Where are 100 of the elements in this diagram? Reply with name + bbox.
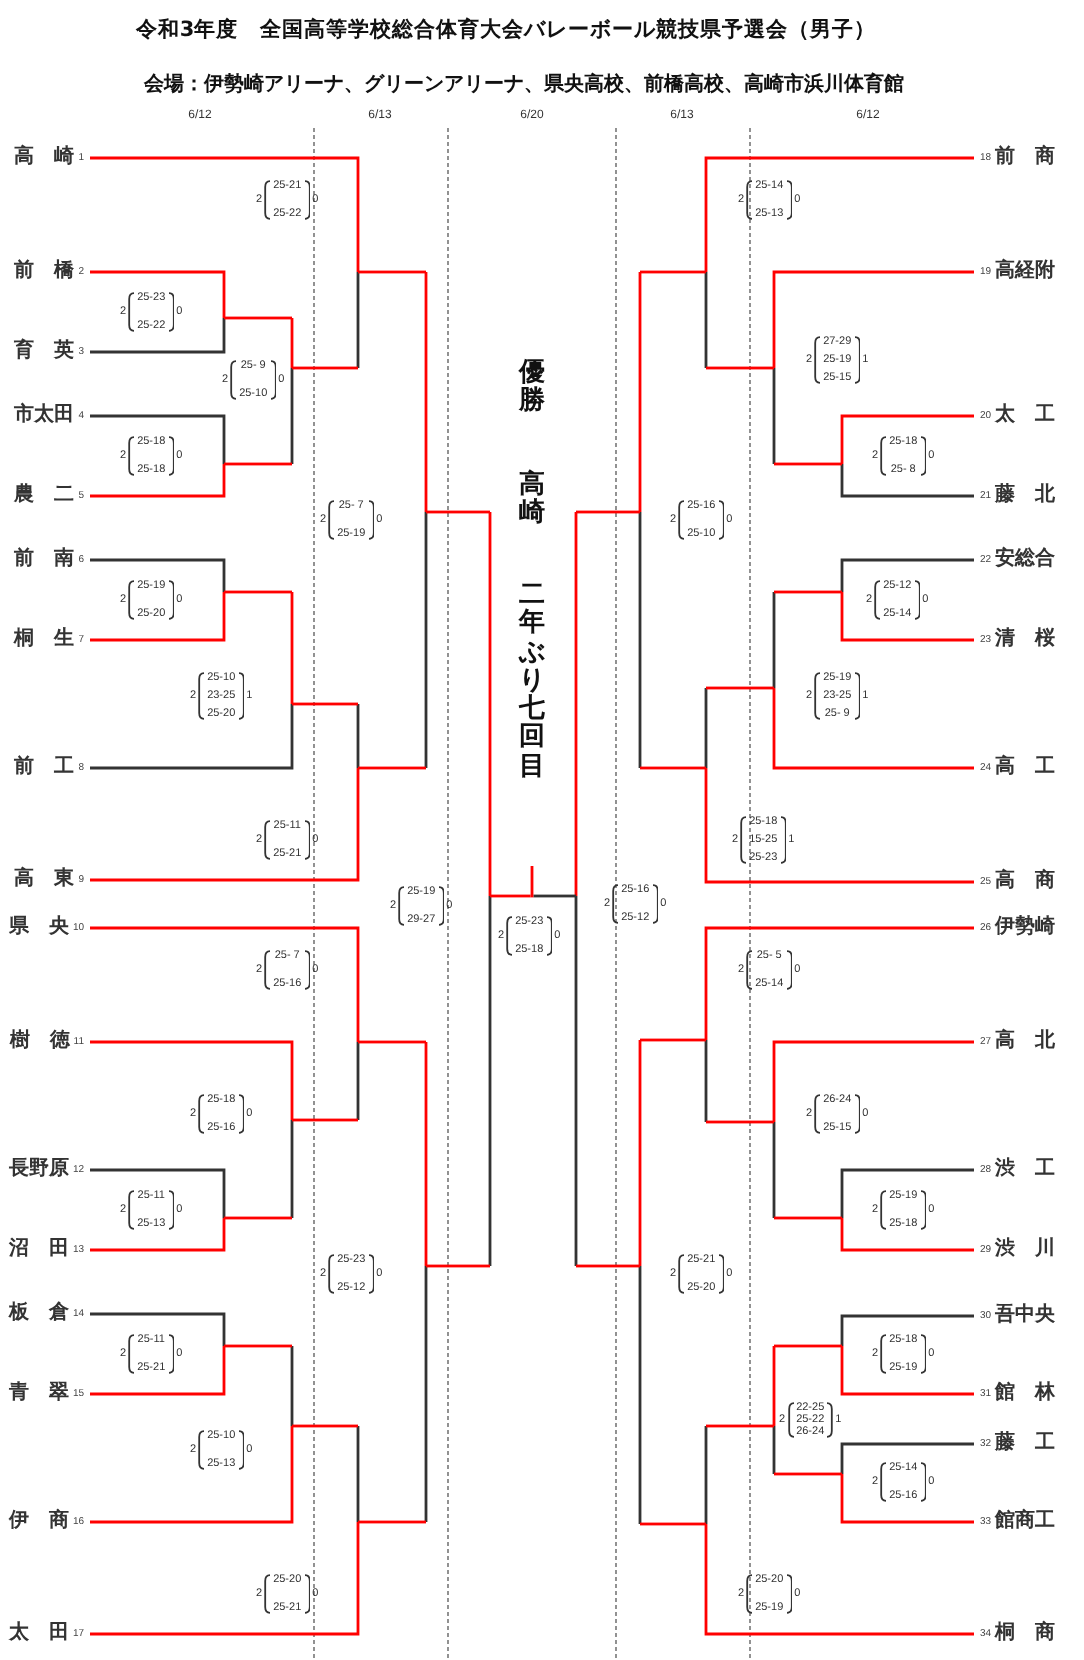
result-line bbox=[576, 1264, 640, 1268]
bracket-line bbox=[638, 1266, 642, 1524]
result-line bbox=[426, 510, 490, 514]
bracket-line bbox=[90, 464, 226, 498]
team-name: 渋工 bbox=[995, 1158, 1056, 1182]
bracket-line bbox=[90, 1312, 226, 1346]
bracket-line bbox=[90, 926, 360, 1042]
team-name: 育英 bbox=[14, 340, 75, 364]
bracket-line bbox=[772, 592, 776, 688]
result-line bbox=[640, 766, 706, 770]
bracket-line bbox=[90, 1040, 294, 1120]
team-name: 高崎 bbox=[14, 146, 75, 170]
bracket-line bbox=[704, 272, 708, 368]
bracket-line bbox=[356, 1042, 360, 1120]
champion-tick bbox=[530, 866, 534, 898]
team-name: 清桜 bbox=[995, 628, 1056, 652]
result-line bbox=[224, 462, 292, 466]
result-line bbox=[224, 590, 292, 594]
bracket-line bbox=[840, 414, 974, 464]
team-name: 藤工 bbox=[995, 1432, 1056, 1456]
result-line bbox=[292, 702, 358, 706]
team-name: 安総合 bbox=[995, 548, 1056, 572]
result-line bbox=[358, 1520, 426, 1524]
team-name: 青翠 bbox=[8, 1382, 69, 1406]
team-name: 前橋 bbox=[14, 260, 75, 284]
bracket-line bbox=[840, 1168, 974, 1218]
bracket-line bbox=[356, 272, 360, 368]
bracket-line bbox=[574, 896, 578, 1266]
bracket-line bbox=[704, 768, 974, 884]
bracket-line bbox=[90, 704, 294, 770]
team-name: 市太田 bbox=[14, 404, 75, 428]
bracket-line bbox=[424, 512, 428, 768]
team-name: 藤北 bbox=[995, 484, 1056, 508]
team-name: 伊勢崎 bbox=[995, 916, 1056, 940]
bracket-line bbox=[90, 318, 226, 354]
team-name: 樹徳 bbox=[9, 1030, 70, 1054]
result-line bbox=[640, 1522, 706, 1526]
bracket-line bbox=[772, 368, 776, 464]
team-name: 県央 bbox=[8, 916, 69, 940]
team-name: 高北 bbox=[995, 1030, 1056, 1054]
result-line bbox=[358, 270, 426, 274]
champion-text: 高崎 bbox=[519, 472, 545, 530]
result-line bbox=[706, 366, 774, 370]
bracket-line bbox=[90, 414, 226, 464]
bracket-line bbox=[638, 1040, 642, 1266]
title: 令和3年度 全国高等学校総合体育大会バレーボール競技県予選会（男子） bbox=[135, 18, 877, 44]
bracket-line bbox=[574, 512, 578, 896]
bracket-line bbox=[90, 1168, 226, 1218]
bracket-line bbox=[772, 1122, 776, 1218]
bracket-line bbox=[840, 1346, 974, 1396]
bracket-line bbox=[90, 270, 226, 318]
result-line bbox=[706, 1424, 774, 1428]
team-name: 前商 bbox=[995, 146, 1056, 170]
bracket-line bbox=[704, 1524, 974, 1636]
bracket-line bbox=[704, 688, 708, 768]
bracket-line bbox=[704, 156, 974, 272]
bracket-line bbox=[488, 512, 492, 896]
result-line bbox=[774, 590, 842, 594]
bracket-line bbox=[90, 1522, 360, 1636]
bracket-line bbox=[772, 270, 974, 368]
team-name: 高商 bbox=[995, 870, 1056, 894]
venue-note: 会場：伊勢崎アリーナ、グリーンアリーナ、県央高校、前橋高校、高崎市浜川体育館 bbox=[144, 74, 904, 98]
result-line bbox=[706, 1120, 774, 1124]
bracket-line bbox=[424, 1266, 428, 1522]
bracket-line bbox=[290, 368, 294, 464]
team-name: 太工 bbox=[995, 404, 1056, 428]
bracket-line bbox=[502, 894, 531, 898]
result-line bbox=[358, 766, 426, 770]
team-name: 吾中央 bbox=[995, 1304, 1056, 1328]
team-name: 伊商 bbox=[8, 1510, 69, 1534]
result-line bbox=[640, 270, 706, 274]
bracket-line bbox=[290, 1346, 294, 1426]
team-name: 高経附 bbox=[995, 260, 1056, 284]
bracket-line bbox=[840, 464, 974, 498]
bracket-line bbox=[90, 592, 226, 642]
bracket-line bbox=[90, 156, 360, 272]
bracket-line bbox=[533, 894, 564, 898]
result-line bbox=[640, 1038, 706, 1042]
result-line bbox=[224, 316, 292, 320]
result-line bbox=[358, 1040, 426, 1044]
team-name: 前南 bbox=[14, 548, 75, 572]
bracket-line bbox=[840, 558, 974, 592]
team-name: 農二 bbox=[14, 484, 75, 508]
team-name: 高工 bbox=[995, 756, 1056, 780]
bracket-line bbox=[90, 1346, 226, 1396]
team-name: 渋川 bbox=[995, 1238, 1056, 1262]
result-line bbox=[774, 462, 842, 466]
result-line bbox=[224, 1216, 292, 1220]
bracket-line bbox=[424, 272, 428, 512]
bracket-line bbox=[772, 688, 974, 770]
bracket-line bbox=[840, 592, 974, 642]
result-line bbox=[426, 1264, 490, 1268]
bracket-line bbox=[638, 272, 642, 512]
bracket-line bbox=[90, 768, 360, 882]
team-name: 桐生 bbox=[14, 628, 75, 652]
bracket-line bbox=[290, 1120, 294, 1218]
champion-text: 優勝 bbox=[519, 360, 545, 418]
bracket-line bbox=[704, 1040, 708, 1122]
bracket-line bbox=[840, 1314, 974, 1346]
bracket-line bbox=[840, 1474, 974, 1524]
